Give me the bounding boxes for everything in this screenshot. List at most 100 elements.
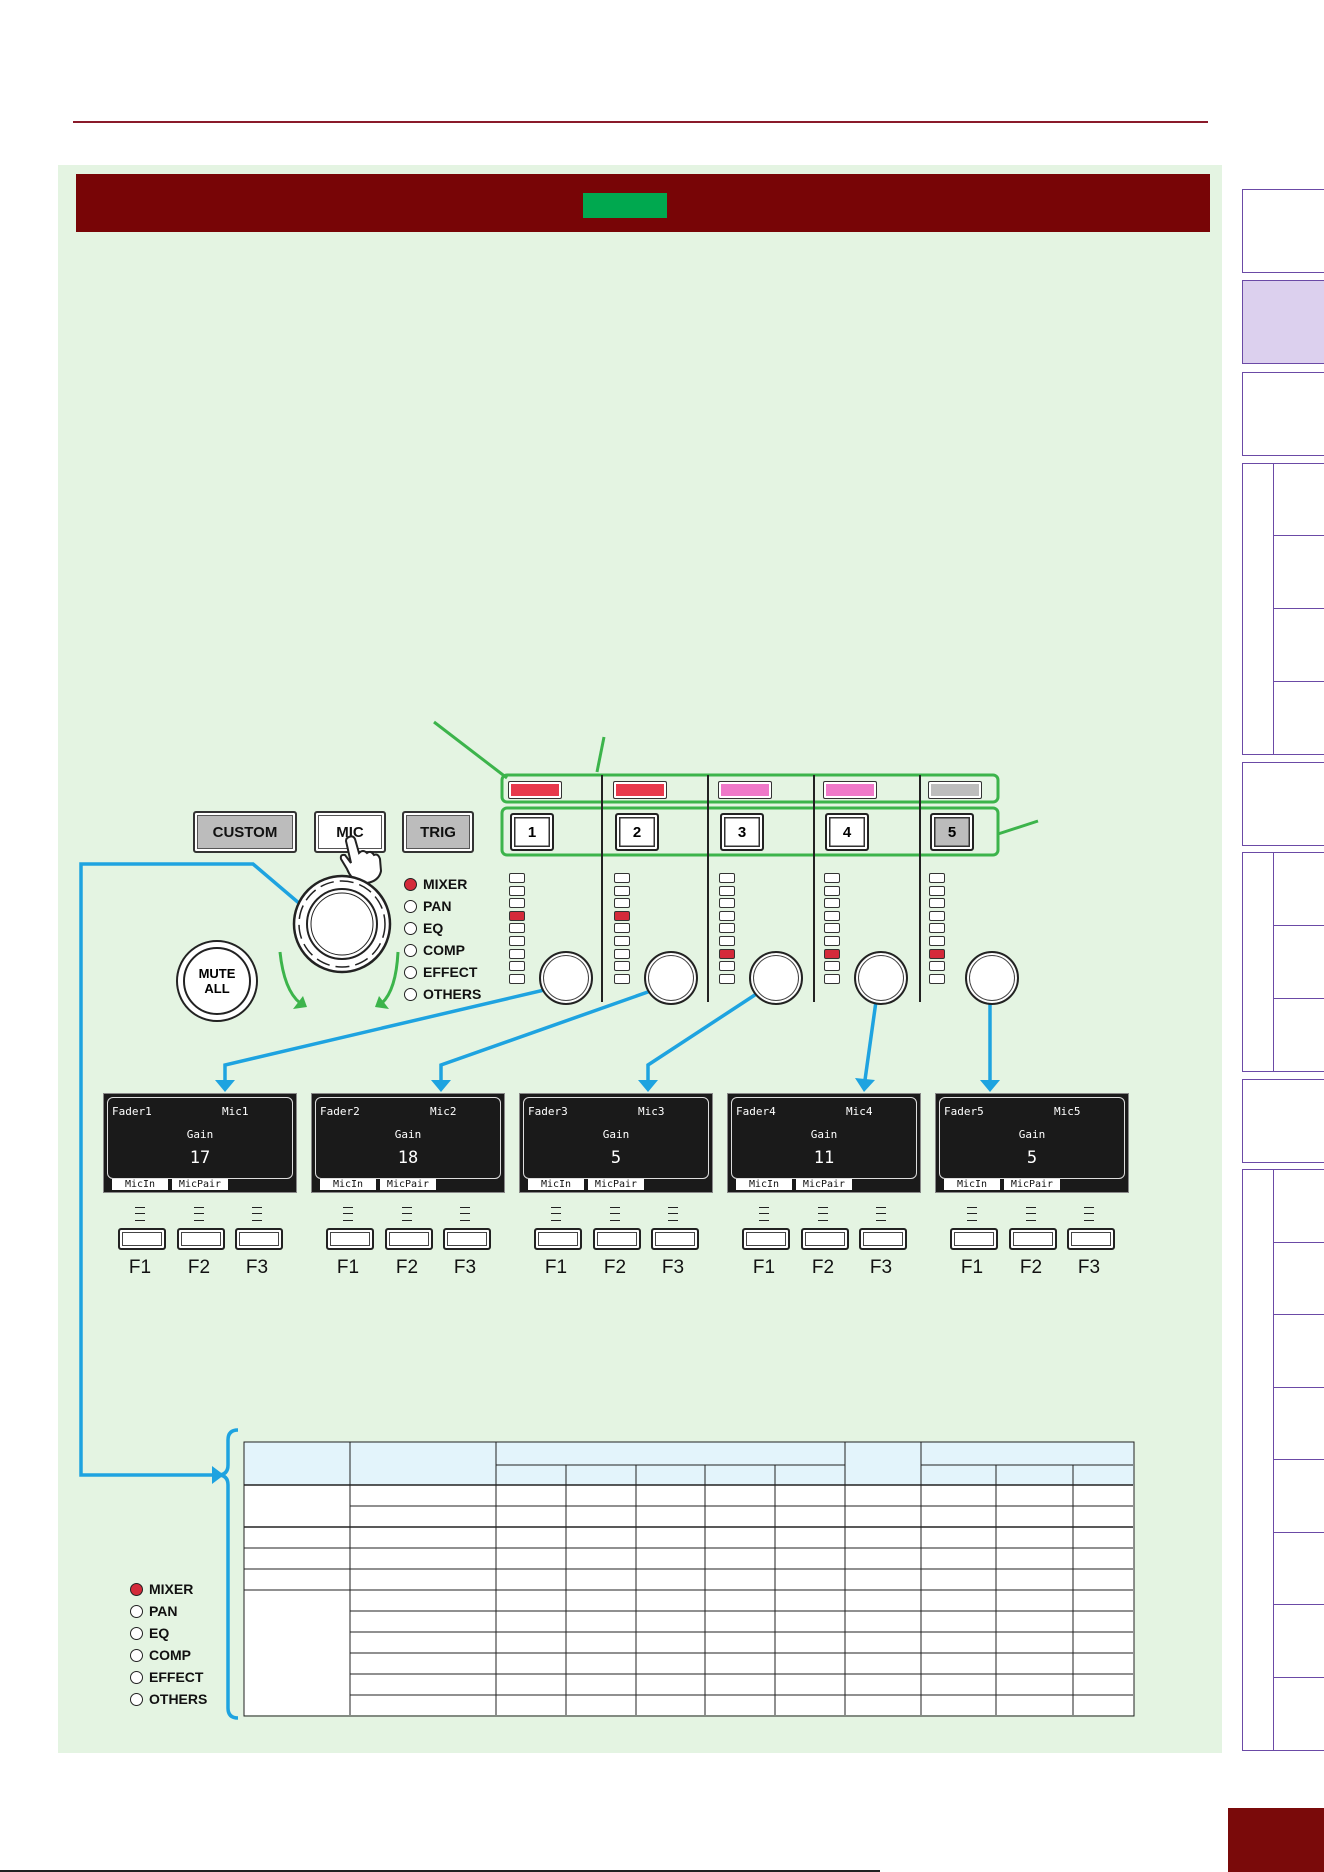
function-key-f2[interactable] bbox=[1009, 1228, 1057, 1250]
function-key-label: F2 bbox=[187, 1257, 211, 1278]
channel-led-3 bbox=[718, 781, 772, 799]
page-number-tab bbox=[1228, 1808, 1324, 1872]
function-key-f3[interactable] bbox=[1067, 1228, 1115, 1250]
menu-item-eq[interactable]: EQ bbox=[404, 917, 481, 939]
function-key-f1[interactable] bbox=[534, 1228, 582, 1250]
side-tab-2[interactable] bbox=[1242, 280, 1324, 364]
function-key-indicator bbox=[252, 1207, 262, 1221]
pointer-line bbox=[439, 985, 663, 1080]
side-sub-divider bbox=[1273, 1242, 1324, 1243]
level-meter-1 bbox=[509, 873, 525, 986]
radio-indicator bbox=[130, 1670, 143, 1684]
table-header-band bbox=[244, 1442, 1134, 1485]
channel-knob-2[interactable] bbox=[644, 951, 698, 1005]
trig-button[interactable]: TRIG bbox=[402, 811, 474, 853]
mute-all-label: MUTE bbox=[198, 966, 236, 981]
function-key-f3[interactable] bbox=[443, 1228, 491, 1250]
rotate-arrow-right bbox=[380, 951, 400, 1005]
select-button-5[interactable]: 5 bbox=[930, 813, 974, 851]
source-name: Mic5 bbox=[1054, 1105, 1081, 1118]
menu-item-comp[interactable]: COMP bbox=[404, 939, 481, 961]
channel-knob-5[interactable] bbox=[965, 951, 1019, 1005]
mute-all-button[interactable]: MUTE ALL bbox=[176, 940, 258, 1022]
menu-item-eq: EQ bbox=[130, 1622, 207, 1644]
meter-segment bbox=[929, 898, 945, 909]
side-tab-1[interactable] bbox=[1242, 189, 1324, 273]
source-name: Mic4 bbox=[846, 1105, 873, 1118]
param-value: 17 bbox=[189, 1148, 211, 1168]
function-key-f3[interactable] bbox=[651, 1228, 699, 1250]
level-meter-4 bbox=[824, 873, 840, 986]
pointer-arrowhead bbox=[980, 1080, 1000, 1092]
select-button-2[interactable]: 2 bbox=[615, 813, 659, 851]
side-sub-divider bbox=[1273, 1387, 1324, 1388]
meter-segment bbox=[719, 948, 735, 959]
parameter-menu-legend: MIXER PAN EQ COMP EFFECT OTHERS bbox=[130, 1578, 207, 1710]
function-key-f3[interactable] bbox=[235, 1228, 283, 1250]
side-tab-3[interactable] bbox=[1242, 372, 1324, 456]
menu-item-effect[interactable]: EFFECT bbox=[404, 961, 481, 983]
function-key-f2[interactable] bbox=[385, 1228, 433, 1250]
function-key-f2[interactable] bbox=[801, 1228, 849, 1250]
meter-segment bbox=[824, 923, 840, 934]
radio-indicator bbox=[130, 1582, 143, 1596]
side-tab-5[interactable] bbox=[1242, 762, 1324, 846]
meter-segment bbox=[824, 961, 840, 972]
led-group-outline bbox=[500, 773, 1000, 804]
function-key-indicator bbox=[876, 1207, 886, 1221]
data-dial[interactable] bbox=[290, 872, 394, 976]
meter-segment bbox=[509, 973, 525, 984]
display-tab-f1: MicIn bbox=[736, 1179, 792, 1190]
channel-knob-4[interactable] bbox=[854, 951, 908, 1005]
select-button-1[interactable]: 1 bbox=[510, 813, 554, 851]
fader-name: Fader1 bbox=[112, 1105, 152, 1118]
function-key-label: F1 bbox=[544, 1257, 568, 1278]
radio-indicator bbox=[404, 965, 417, 979]
radio-indicator bbox=[404, 987, 417, 1001]
function-key-indicator bbox=[135, 1207, 145, 1221]
side-tab-4[interactable] bbox=[1242, 463, 1324, 755]
menu-item-others[interactable]: OTHERS bbox=[404, 983, 481, 1005]
meter-segment bbox=[509, 873, 525, 883]
footer-rule bbox=[0, 1870, 880, 1872]
function-key-label: F2 bbox=[1019, 1257, 1043, 1278]
function-key-f1[interactable] bbox=[326, 1228, 374, 1250]
level-meter-3 bbox=[719, 873, 735, 986]
function-key-label: F3 bbox=[453, 1257, 477, 1278]
side-tab-6[interactable] bbox=[1242, 852, 1324, 1072]
meter-segment bbox=[509, 885, 525, 896]
function-key-f3[interactable] bbox=[859, 1228, 907, 1250]
function-key-f1[interactable] bbox=[950, 1228, 998, 1250]
meter-segment bbox=[509, 923, 525, 934]
side-tab-8[interactable] bbox=[1242, 1169, 1324, 1751]
side-tab-7[interactable] bbox=[1242, 1079, 1324, 1163]
function-key-f1[interactable] bbox=[118, 1228, 166, 1250]
menu-item-pan[interactable]: PAN bbox=[404, 895, 481, 917]
select-button-4[interactable]: 4 bbox=[825, 813, 869, 851]
meter-segment bbox=[719, 885, 735, 896]
parameter-menu: MIXER PAN EQ COMP EFFECT OTHERS bbox=[404, 873, 481, 1005]
meter-segment bbox=[929, 961, 945, 972]
radio-indicator bbox=[404, 877, 417, 891]
meter-segment bbox=[719, 923, 735, 934]
menu-item-mixer[interactable]: MIXER bbox=[404, 873, 481, 895]
function-key-f1[interactable] bbox=[742, 1228, 790, 1250]
function-key-label: F3 bbox=[245, 1257, 269, 1278]
channel-knob-3[interactable] bbox=[749, 951, 803, 1005]
channel-knob-1[interactable] bbox=[539, 951, 593, 1005]
pointing-hand-icon bbox=[339, 835, 383, 884]
pointer-arrowhead bbox=[431, 1080, 451, 1092]
rotate-arrow-left bbox=[278, 951, 302, 1005]
function-key-f2[interactable] bbox=[593, 1228, 641, 1250]
custom-button[interactable]: CUSTOM bbox=[193, 811, 297, 853]
radio-indicator bbox=[130, 1626, 143, 1640]
select-button-3[interactable]: 3 bbox=[720, 813, 764, 851]
function-key-f2[interactable] bbox=[177, 1228, 225, 1250]
param-value: 11 bbox=[813, 1148, 835, 1168]
function-key-indicator bbox=[551, 1207, 561, 1221]
banner-badge bbox=[583, 193, 667, 218]
display-tab-f2: MicPair bbox=[380, 1179, 436, 1190]
